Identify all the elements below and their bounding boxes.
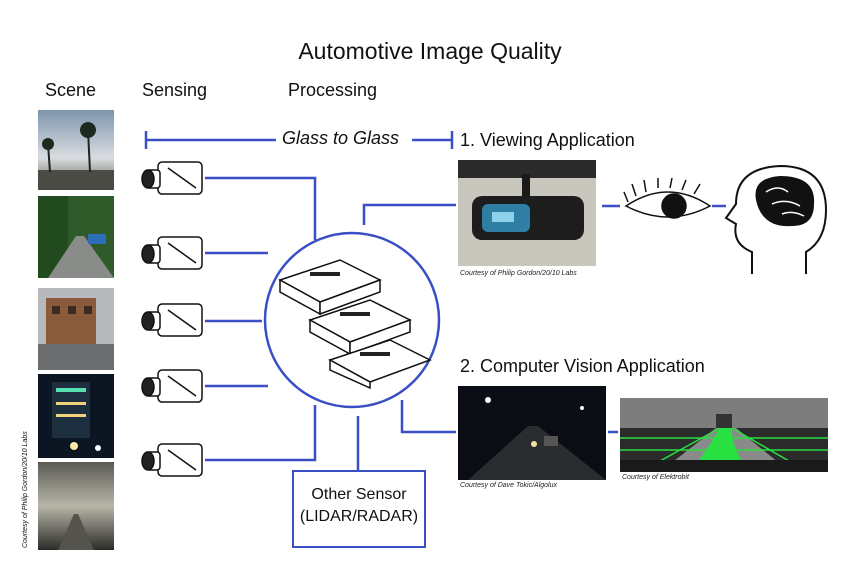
ecu-units-icon: [278, 259, 432, 390]
lane-detection-image: [620, 398, 828, 472]
eye-icon: [623, 178, 712, 219]
cv-credit-right: Courtesy of Elektrobit: [622, 474, 689, 481]
camera-icon: [141, 303, 203, 337]
scene-image-foggy-road: [38, 462, 114, 550]
camera-icon: [141, 369, 203, 403]
mirror-display-image: [458, 160, 596, 266]
brain-head-icon: [724, 164, 828, 274]
other-sensor-line1: Other Sensor: [311, 486, 407, 503]
scene-image-forest-road: [38, 196, 114, 278]
cv-credit-left: Courtesy of Dave Tokic/Algolux: [460, 482, 558, 489]
glass-to-glass-label: Glass to Glass: [282, 128, 400, 148]
column-header-processing: Processing: [288, 80, 378, 100]
viewing-credit: Courtesy of Philip Gordon/20/10 Labs: [460, 270, 577, 277]
other-sensor-box: Other Sensor (LIDAR/RADAR): [292, 470, 426, 548]
scene-image-night-city: [38, 374, 114, 458]
scene-image-building: [38, 288, 114, 370]
column-header-scene: Scene: [45, 80, 97, 100]
scene-image-palm-trees: [38, 110, 114, 190]
camera-icon: [141, 443, 203, 477]
camera-icon: [141, 161, 203, 195]
camera-icon: [141, 236, 203, 270]
viewing-application-label: 1. Viewing Application: [460, 130, 635, 150]
scene-credit: Courtesy of Philip Gordon/20/10 Labs: [22, 431, 29, 548]
cv-application-label: 2. Computer Vision Application: [460, 356, 705, 376]
night-road-image: [458, 386, 606, 480]
diagram-title: Automotive Image Quality: [298, 38, 562, 64]
other-sensor-line2: (LIDAR/RADAR): [299, 508, 419, 525]
column-header-sensing: Sensing: [142, 80, 208, 100]
